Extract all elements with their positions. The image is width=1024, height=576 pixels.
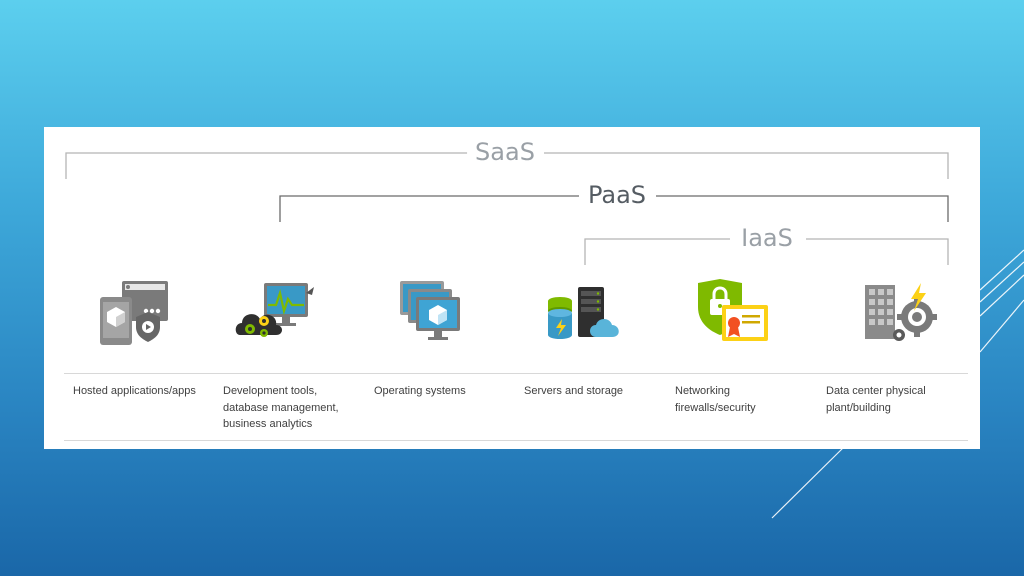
- dev-tools-icon: [234, 279, 314, 351]
- column-label-hosted-apps: Hosted applications/apps: [73, 383, 213, 400]
- hosted-apps-icon: [96, 279, 176, 351]
- iaas-label: IaaS: [733, 224, 801, 252]
- label-line: business analytics: [223, 418, 313, 430]
- label-line: Hosted applications/apps: [73, 385, 196, 397]
- paas-bracket: [279, 195, 579, 222]
- paas-label: PaaS: [579, 181, 655, 209]
- iaas-bracket-right: [806, 238, 949, 265]
- label-line: Servers and storage: [524, 385, 624, 397]
- label-line: firewalls/security: [675, 401, 756, 414]
- column-label-dev-tools: Development tools, database management, …: [223, 383, 363, 433]
- top-divider: [64, 373, 968, 374]
- label-line: Data center physical: [826, 385, 926, 397]
- cloud-service-models-diagram: SaaS PaaS IaaS: [44, 127, 980, 449]
- column-label-networking: Networking firewalls/security: [675, 383, 815, 416]
- datacenter-icon: [861, 279, 941, 351]
- tier-brackets: [65, 152, 949, 265]
- bottom-divider: [64, 440, 968, 441]
- saas-bracket-right: [544, 152, 949, 179]
- label-line: database management,: [223, 401, 339, 414]
- operating-systems-icon: [394, 279, 474, 351]
- label-line: Operating systems: [374, 385, 466, 397]
- label-line: Networking: [675, 385, 731, 397]
- label-line: Development tools,: [223, 385, 318, 397]
- column-label-datacenter: Data center physical plant/building: [826, 383, 966, 416]
- paas-bracket-right: [656, 195, 949, 222]
- column-label-servers-storage: Servers and storage: [524, 383, 664, 400]
- servers-storage-icon: [544, 279, 624, 351]
- networking-security-icon: [694, 277, 774, 349]
- iaas-bracket: [584, 238, 730, 265]
- column-label-operating-systems: Operating systems: [374, 383, 514, 400]
- label-line: plant/building: [826, 401, 891, 414]
- saas-label: SaaS: [467, 138, 543, 166]
- saas-bracket: [65, 152, 468, 179]
